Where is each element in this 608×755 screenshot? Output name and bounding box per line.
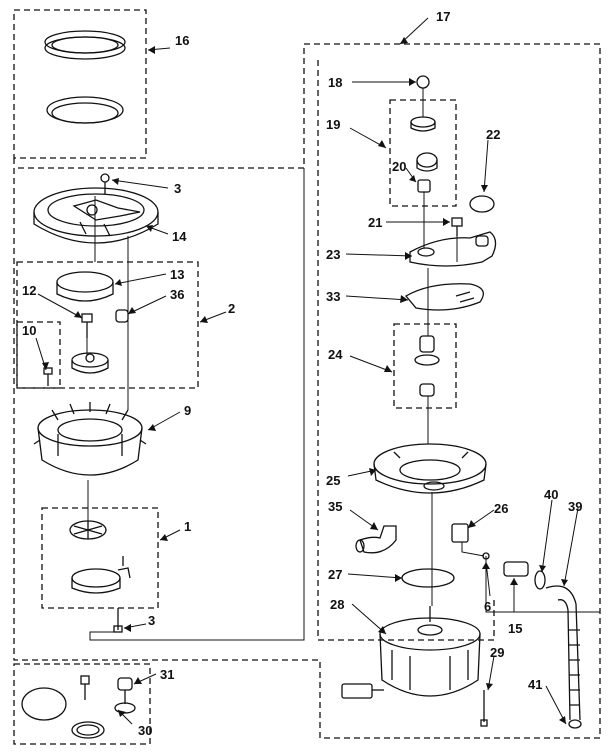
part-3-screw-lower	[113, 608, 123, 633]
part-36-seal	[115, 309, 129, 323]
part-9-housing	[33, 402, 147, 476]
part-39-hose	[545, 585, 582, 729]
part-21-screw	[451, 217, 463, 236]
part-26-switch	[451, 523, 469, 543]
callout-9: 9	[184, 403, 192, 418]
group-box-17-inner	[317, 60, 495, 641]
group-box-16	[13, 9, 147, 159]
callout-3-lower: 3	[148, 613, 156, 628]
callout-26: 26	[494, 501, 509, 516]
callout-40: 40	[544, 487, 559, 502]
callout-24: 24	[328, 347, 343, 362]
callout-27: 27	[328, 567, 343, 582]
callout-41: 41	[528, 677, 543, 692]
part-15-fitting	[482, 552, 546, 590]
callout-16: 16	[175, 33, 190, 48]
part-13-ring	[56, 271, 114, 302]
part-23-plate	[409, 231, 497, 267]
callout-17: 17	[436, 9, 451, 24]
callout-23: 23	[326, 247, 341, 262]
callout-30: 30	[138, 723, 153, 738]
callout-29: 29	[490, 645, 505, 660]
callout-22: 22	[486, 127, 501, 142]
callout-19: 19	[326, 117, 341, 132]
part-1-chopper	[69, 520, 131, 594]
assembly-lines	[86, 88, 600, 641]
part-12-screw	[81, 313, 93, 338]
group-box-10	[16, 321, 61, 389]
callout-28: 28	[330, 597, 345, 612]
callout-31: 31	[160, 667, 175, 682]
group-box-1	[41, 507, 159, 609]
part-14-cover	[33, 187, 159, 244]
part-35-elbow	[355, 525, 397, 554]
callout-33: 33	[326, 289, 341, 304]
callout-2: 2	[228, 301, 236, 316]
group-boxes	[13, 9, 601, 745]
part-2-impeller	[71, 352, 109, 374]
arrowheads	[42, 37, 568, 724]
callout-3-top: 3	[174, 181, 182, 196]
part-33-gasket	[405, 283, 484, 311]
part-18-nut	[416, 75, 430, 89]
group-box-30	[13, 663, 151, 745]
callout-13: 13	[170, 267, 185, 282]
leader-lines	[35, 17, 579, 725]
callout-1: 1	[184, 519, 192, 534]
part-3-screw-top	[100, 173, 110, 194]
callout-12: 12	[22, 283, 37, 298]
part-28-motor	[341, 606, 481, 699]
part-29-screw	[480, 690, 488, 727]
part-24-shaft	[414, 335, 440, 397]
callout-14: 14	[172, 229, 187, 244]
callout-36: 36	[170, 287, 185, 302]
part-31-plug	[80, 675, 136, 714]
part-16-rings	[44, 30, 126, 124]
callout-18: 18	[328, 75, 343, 90]
part-30-gasket	[21, 687, 105, 739]
callout-21: 21	[368, 215, 383, 230]
part-27-disc	[401, 568, 455, 588]
part-25-mount	[373, 443, 487, 494]
callout-10: 10	[22, 323, 37, 338]
group-box-24	[393, 323, 457, 409]
part-10-screw	[43, 367, 53, 386]
part-22-oring	[469, 195, 495, 213]
callout-39: 39	[568, 499, 583, 514]
group-box-17	[13, 43, 601, 739]
callout-35: 35	[328, 499, 343, 514]
callout-15: 15	[508, 621, 523, 636]
callout-25: 25	[326, 473, 341, 488]
callout-6: 6	[484, 599, 492, 614]
callout-20: 20	[392, 159, 407, 174]
